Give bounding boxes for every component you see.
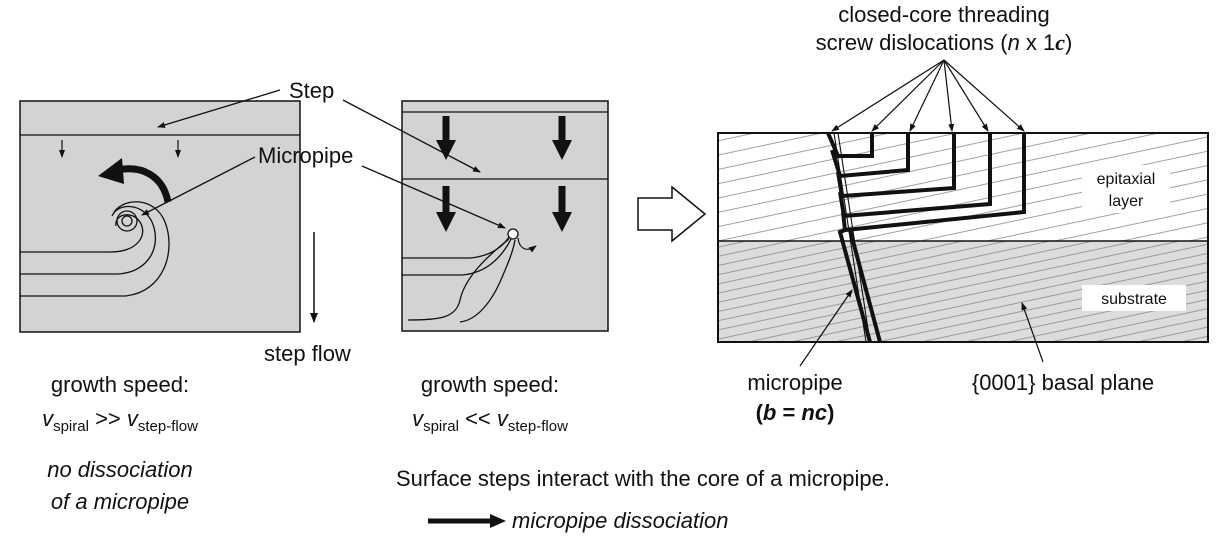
closed-core-title-2: screw dislocations (n x 1c) [816, 30, 1073, 55]
middle-bold-arrows [436, 116, 572, 232]
closed-core-title-1: closed-core threading [838, 2, 1050, 27]
basal-plane-label: {0001} basal plane [972, 370, 1154, 395]
substrate-label-bg [1082, 285, 1186, 311]
right-panel: epitaxial layer substrate [717, 59, 1209, 367]
epitaxial-label-2: layer [1109, 193, 1144, 210]
middle-panel-box [401, 100, 609, 332]
basal-plane-pointer [1021, 302, 1044, 363]
substrate-label: substrate [1101, 291, 1167, 308]
middle-panel [401, 100, 609, 332]
middle-speed-relation: vspiral << vstep-flow [412, 406, 568, 435]
step-flow-label: step flow [264, 341, 351, 366]
result-block-arrow [637, 185, 707, 243]
threading-pointers [831, 59, 1025, 132]
surface-steps-caption: Surface steps interact with the core of … [396, 466, 890, 491]
step-label: Step [289, 78, 334, 103]
left-panel-box [19, 100, 301, 333]
left-spiral [20, 201, 170, 297]
step-pointer-left [157, 89, 281, 128]
middle-spiral [402, 228, 537, 323]
micropipe-label-top: Micropipe [258, 143, 353, 168]
micropipe-label-bottom: micropipe [747, 370, 842, 395]
middle-growth-speed: growth speed: [421, 372, 559, 397]
epitaxial-label-bg [1082, 165, 1170, 213]
left-spiral-curved-arrow [117, 165, 172, 203]
right-panel-box [717, 132, 1209, 343]
micropipe-pointer-right [361, 165, 506, 229]
epitaxial-label-1: epitaxial [1097, 171, 1156, 188]
left-conclusion-1: no dissociation [47, 457, 193, 482]
left-growth-speed: growth speed: [51, 372, 189, 397]
left-speed-relation: vspiral >> vstep-flow [42, 406, 198, 435]
closed-core-dislocations [826, 132, 1026, 343]
micropipe-pointer-left [141, 156, 256, 216]
micropipe-pointer-bottom [799, 289, 853, 367]
micropipe-dissociation-label: micropipe dissociation [512, 508, 728, 533]
left-spiral-arrow-head [98, 158, 124, 184]
left-panel [19, 100, 301, 333]
left-conclusion-2: of a micropipe [51, 489, 189, 514]
result-arrow [428, 514, 506, 528]
step-pointer-right [342, 99, 481, 173]
burgers-vector-label: (b = nc) [756, 400, 835, 425]
